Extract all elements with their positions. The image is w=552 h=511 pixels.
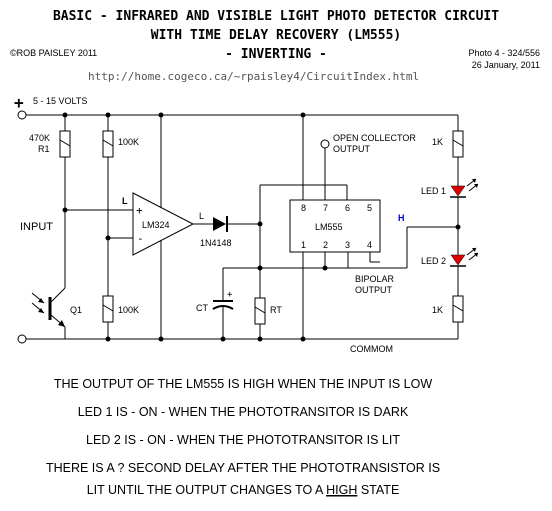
r-bottom-value: 100K bbox=[118, 305, 139, 315]
resistor-divider-bottom: 100K bbox=[102, 295, 139, 339]
led-2: LED 2 bbox=[421, 247, 479, 296]
output-level: H bbox=[398, 213, 405, 223]
supply-label: 5 - 15 VOLTS bbox=[33, 96, 87, 106]
common-rail: COMMOM bbox=[17, 334, 458, 354]
timer-name: LM555 bbox=[315, 222, 343, 232]
resistor-divider-top: 100K bbox=[102, 115, 139, 296]
title-line-3: - INVERTING - bbox=[225, 47, 327, 62]
led-1: LED 1 bbox=[421, 178, 479, 255]
capacitor-ct: + CT bbox=[196, 268, 234, 339]
diode-1n4148: 1N4148 bbox=[200, 216, 260, 248]
q1-name: Q1 bbox=[70, 305, 82, 315]
pin-7: 7 bbox=[323, 203, 328, 213]
opamp-plus: + bbox=[136, 204, 143, 217]
ct-plus: + bbox=[227, 290, 233, 300]
pin-6: 6 bbox=[345, 203, 350, 213]
bipolar-label-2: OUTPUT bbox=[355, 285, 393, 295]
timer-lm555: 8 7 6 5 LM555 1 2 3 4 OPEN COLLECTOR OUT… bbox=[289, 115, 458, 339]
resistor-led-bottom: 1K bbox=[432, 295, 464, 339]
note-4b: LIT UNTIL THE OUTPUT CHANGES TO A HIGH S… bbox=[87, 483, 400, 497]
note-4b-pre: LIT UNTIL THE OUTPUT CHANGES TO A bbox=[87, 483, 326, 497]
resistor-r1: 470K R1 bbox=[29, 115, 71, 210]
opamp-output-level: L bbox=[199, 211, 204, 221]
r-led-top-value: 1K bbox=[432, 137, 443, 147]
note-4b-post: STATE bbox=[357, 483, 399, 497]
opamp-lm324: + - LM324 L L bbox=[65, 115, 213, 339]
pin-5: 5 bbox=[367, 203, 372, 213]
source-url[interactable]: http://home.cogeco.ca/~rpaisley4/Circuit… bbox=[88, 70, 419, 83]
note-4b-emph: HIGH bbox=[326, 483, 357, 497]
rt-label: RT bbox=[270, 305, 282, 315]
bipolar-label-1: BIPOLAR bbox=[355, 274, 395, 284]
copyright: ©ROB PAISLEY 2011 bbox=[10, 48, 97, 58]
diode-label: 1N4148 bbox=[200, 238, 232, 248]
pin-3: 3 bbox=[345, 240, 350, 250]
r1-name: R1 bbox=[38, 144, 50, 154]
plus-symbol: + bbox=[14, 93, 24, 112]
date: 26 January, 2011 bbox=[472, 60, 540, 70]
pin-2: 2 bbox=[323, 240, 328, 250]
r-top-value: 100K bbox=[118, 137, 139, 147]
pin-1: 1 bbox=[301, 240, 306, 250]
opamp-minus: - bbox=[137, 232, 144, 245]
resistor-led-top: 1K bbox=[432, 115, 464, 186]
common-label: COMMOM bbox=[350, 344, 393, 354]
title-line-2: WITH TIME DELAY RECOVERY (LM555) bbox=[151, 28, 401, 43]
resistor-rt: RT bbox=[254, 297, 282, 339]
open-collector-label-2: OUTPUT bbox=[333, 144, 371, 154]
opamp-input-level: L bbox=[122, 196, 128, 206]
photo-ref: Photo 4 - 324/556 bbox=[468, 48, 540, 58]
opamp-name: LM324 bbox=[142, 220, 170, 230]
note-1: THE OUTPUT OF THE LM555 IS HIGH WHEN THE… bbox=[54, 377, 432, 391]
r1-value: 470K bbox=[29, 133, 50, 143]
note-3: LED 2 IS - ON - WHEN THE PHOTOTRANSITOR … bbox=[86, 433, 400, 447]
phototransistor-q1: Q1 bbox=[31, 210, 82, 339]
led-1-label: LED 1 bbox=[421, 186, 446, 196]
ct-label: CT bbox=[196, 303, 208, 313]
pin-8: 8 bbox=[301, 203, 306, 213]
led-2-label: LED 2 bbox=[421, 256, 446, 266]
note-2: LED 1 IS - ON - WHEN THE PHOTOTRANSITOR … bbox=[78, 405, 409, 419]
input-label: INPUT bbox=[20, 221, 53, 233]
note-4a: THERE IS A ? SECOND DELAY AFTER THE PHOT… bbox=[46, 461, 440, 475]
r-led-bottom-value: 1K bbox=[432, 305, 443, 315]
pin-4: 4 bbox=[367, 240, 372, 250]
title-line-1: BASIC - INFRARED AND VISIBLE LIGHT PHOTO… bbox=[53, 9, 499, 24]
supply-rail: + 5 - 15 VOLTS bbox=[14, 93, 458, 120]
open-collector-label-1: OPEN COLLECTOR bbox=[333, 133, 416, 143]
